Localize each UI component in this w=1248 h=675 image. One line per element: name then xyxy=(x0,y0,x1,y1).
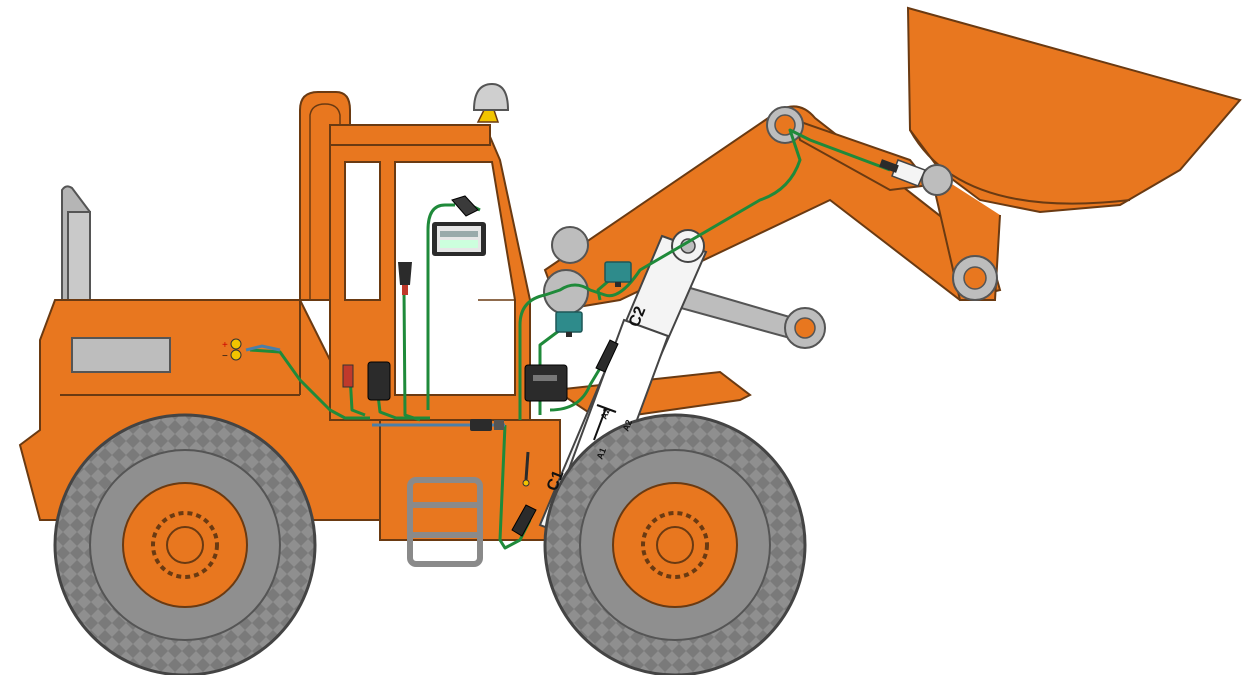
fuse-holder xyxy=(343,365,353,387)
angle-sensor-lower xyxy=(556,312,582,337)
exhaust-stack xyxy=(62,186,90,300)
power-supply-unit xyxy=(368,362,390,400)
svg-text:+: + xyxy=(222,340,228,351)
cab-display-terminal xyxy=(432,222,486,256)
engine-vent-panel xyxy=(72,338,170,372)
main-controller-box xyxy=(525,365,567,401)
svg-text:−: − xyxy=(222,351,228,362)
front-wheel xyxy=(545,415,805,675)
rear-wheel xyxy=(55,415,315,675)
beacon-light xyxy=(474,84,508,122)
inline-connector xyxy=(470,419,504,431)
operator-cab xyxy=(300,92,530,420)
cab-window-door xyxy=(395,162,515,395)
loader-bucket xyxy=(908,8,1240,300)
cab-window-rear xyxy=(345,162,380,300)
